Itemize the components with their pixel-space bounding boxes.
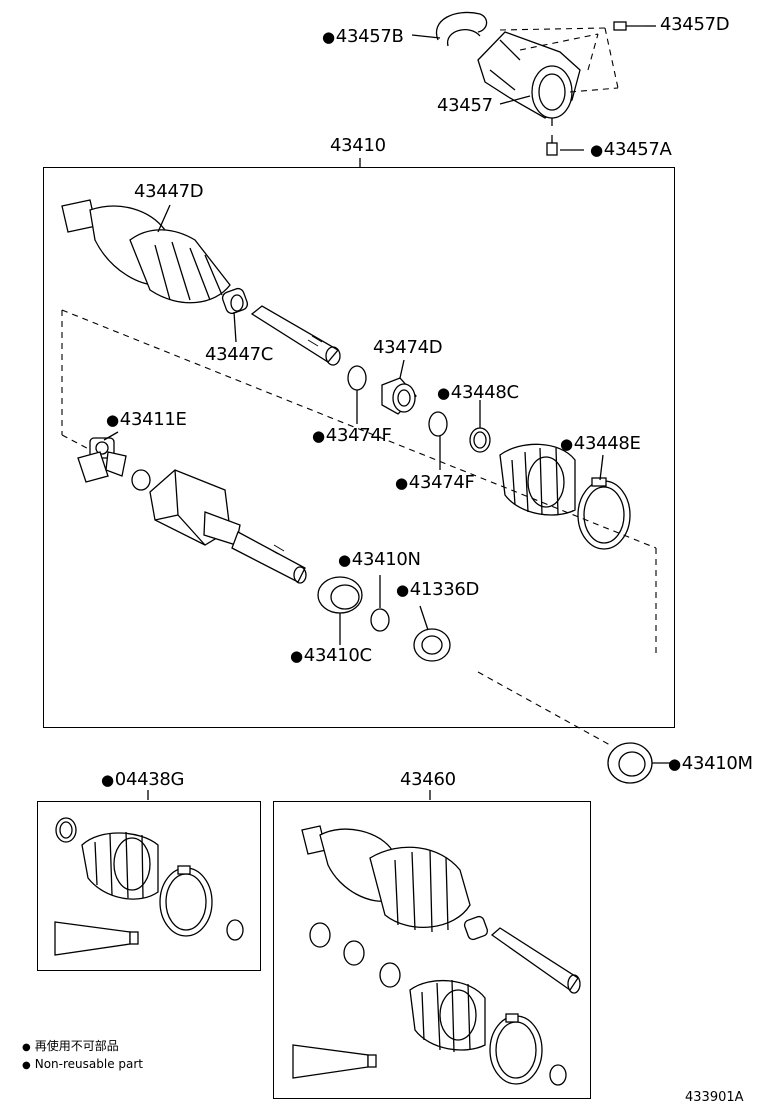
seal-41336d [413, 605, 451, 662]
label-43460: 43460 [400, 769, 456, 790]
tripod-43411e [77, 431, 127, 483]
drive-shaft-box [43, 167, 675, 728]
shaft-assembly-box [273, 801, 591, 1099]
snap-ring [131, 469, 151, 491]
shaft-assembly-43460 [292, 825, 581, 1086]
inner-joint-housing [149, 469, 307, 584]
legend-text-en: Non-reusable part [34, 1057, 144, 1071]
snap-ring-43410n [370, 608, 390, 632]
legend-row-en: ●Non-reusable part [22, 1056, 143, 1074]
label-43410m: 43410M [668, 754, 753, 774]
clamp-43448c [469, 400, 491, 453]
label-43474f-2: 43474F [395, 473, 475, 493]
seal-43410m [607, 742, 670, 784]
bolt-43457a [546, 135, 584, 156]
label-43411e: 43411E [106, 410, 187, 430]
label-43410: 43410 [330, 135, 386, 156]
label-43448c: 43448C [437, 383, 519, 403]
outer-cv-joint [61, 199, 249, 315]
label-43448e: 43448E [560, 434, 641, 454]
marker-dot-icon: ● [22, 1060, 31, 1071]
label-43457b: 43457B [322, 27, 404, 47]
marker-dot-icon: ● [22, 1042, 31, 1053]
label-43474d: 43474D [373, 337, 443, 358]
label-43410c: 43410C [290, 646, 372, 666]
bracket-43457 [435, 11, 619, 126]
label-43474f-1: 43474F [312, 426, 392, 446]
diagram-code: 433901A [685, 1090, 744, 1105]
label-43457: 43457 [437, 95, 493, 116]
legend-row-jp: ●再使用不可部品 [22, 1038, 143, 1056]
label-43447c: 43447C [205, 344, 274, 365]
legend-text-jp: 再使用不可部品 [34, 1039, 119, 1053]
boot-kit-04438g [54, 817, 244, 956]
bolt-43457d [613, 21, 656, 31]
label-04438g: 04438G [101, 770, 185, 790]
label-43447d: 43447D [134, 181, 204, 202]
label-41336d: 41336D [396, 580, 480, 600]
label-43457d: 43457D [660, 14, 730, 35]
legend: ●再使用不可部品 ●Non-reusable part [22, 1038, 143, 1074]
inner-boot [499, 443, 576, 516]
label-43410n: 43410N [338, 550, 421, 570]
bush-43474d [381, 359, 417, 415]
drive-shaft [250, 305, 341, 366]
label-43457a: 43457A [590, 140, 672, 160]
ring-43474f-2 [428, 411, 448, 437]
boot-kit-box [37, 801, 261, 971]
bearing-43410c [317, 576, 363, 645]
